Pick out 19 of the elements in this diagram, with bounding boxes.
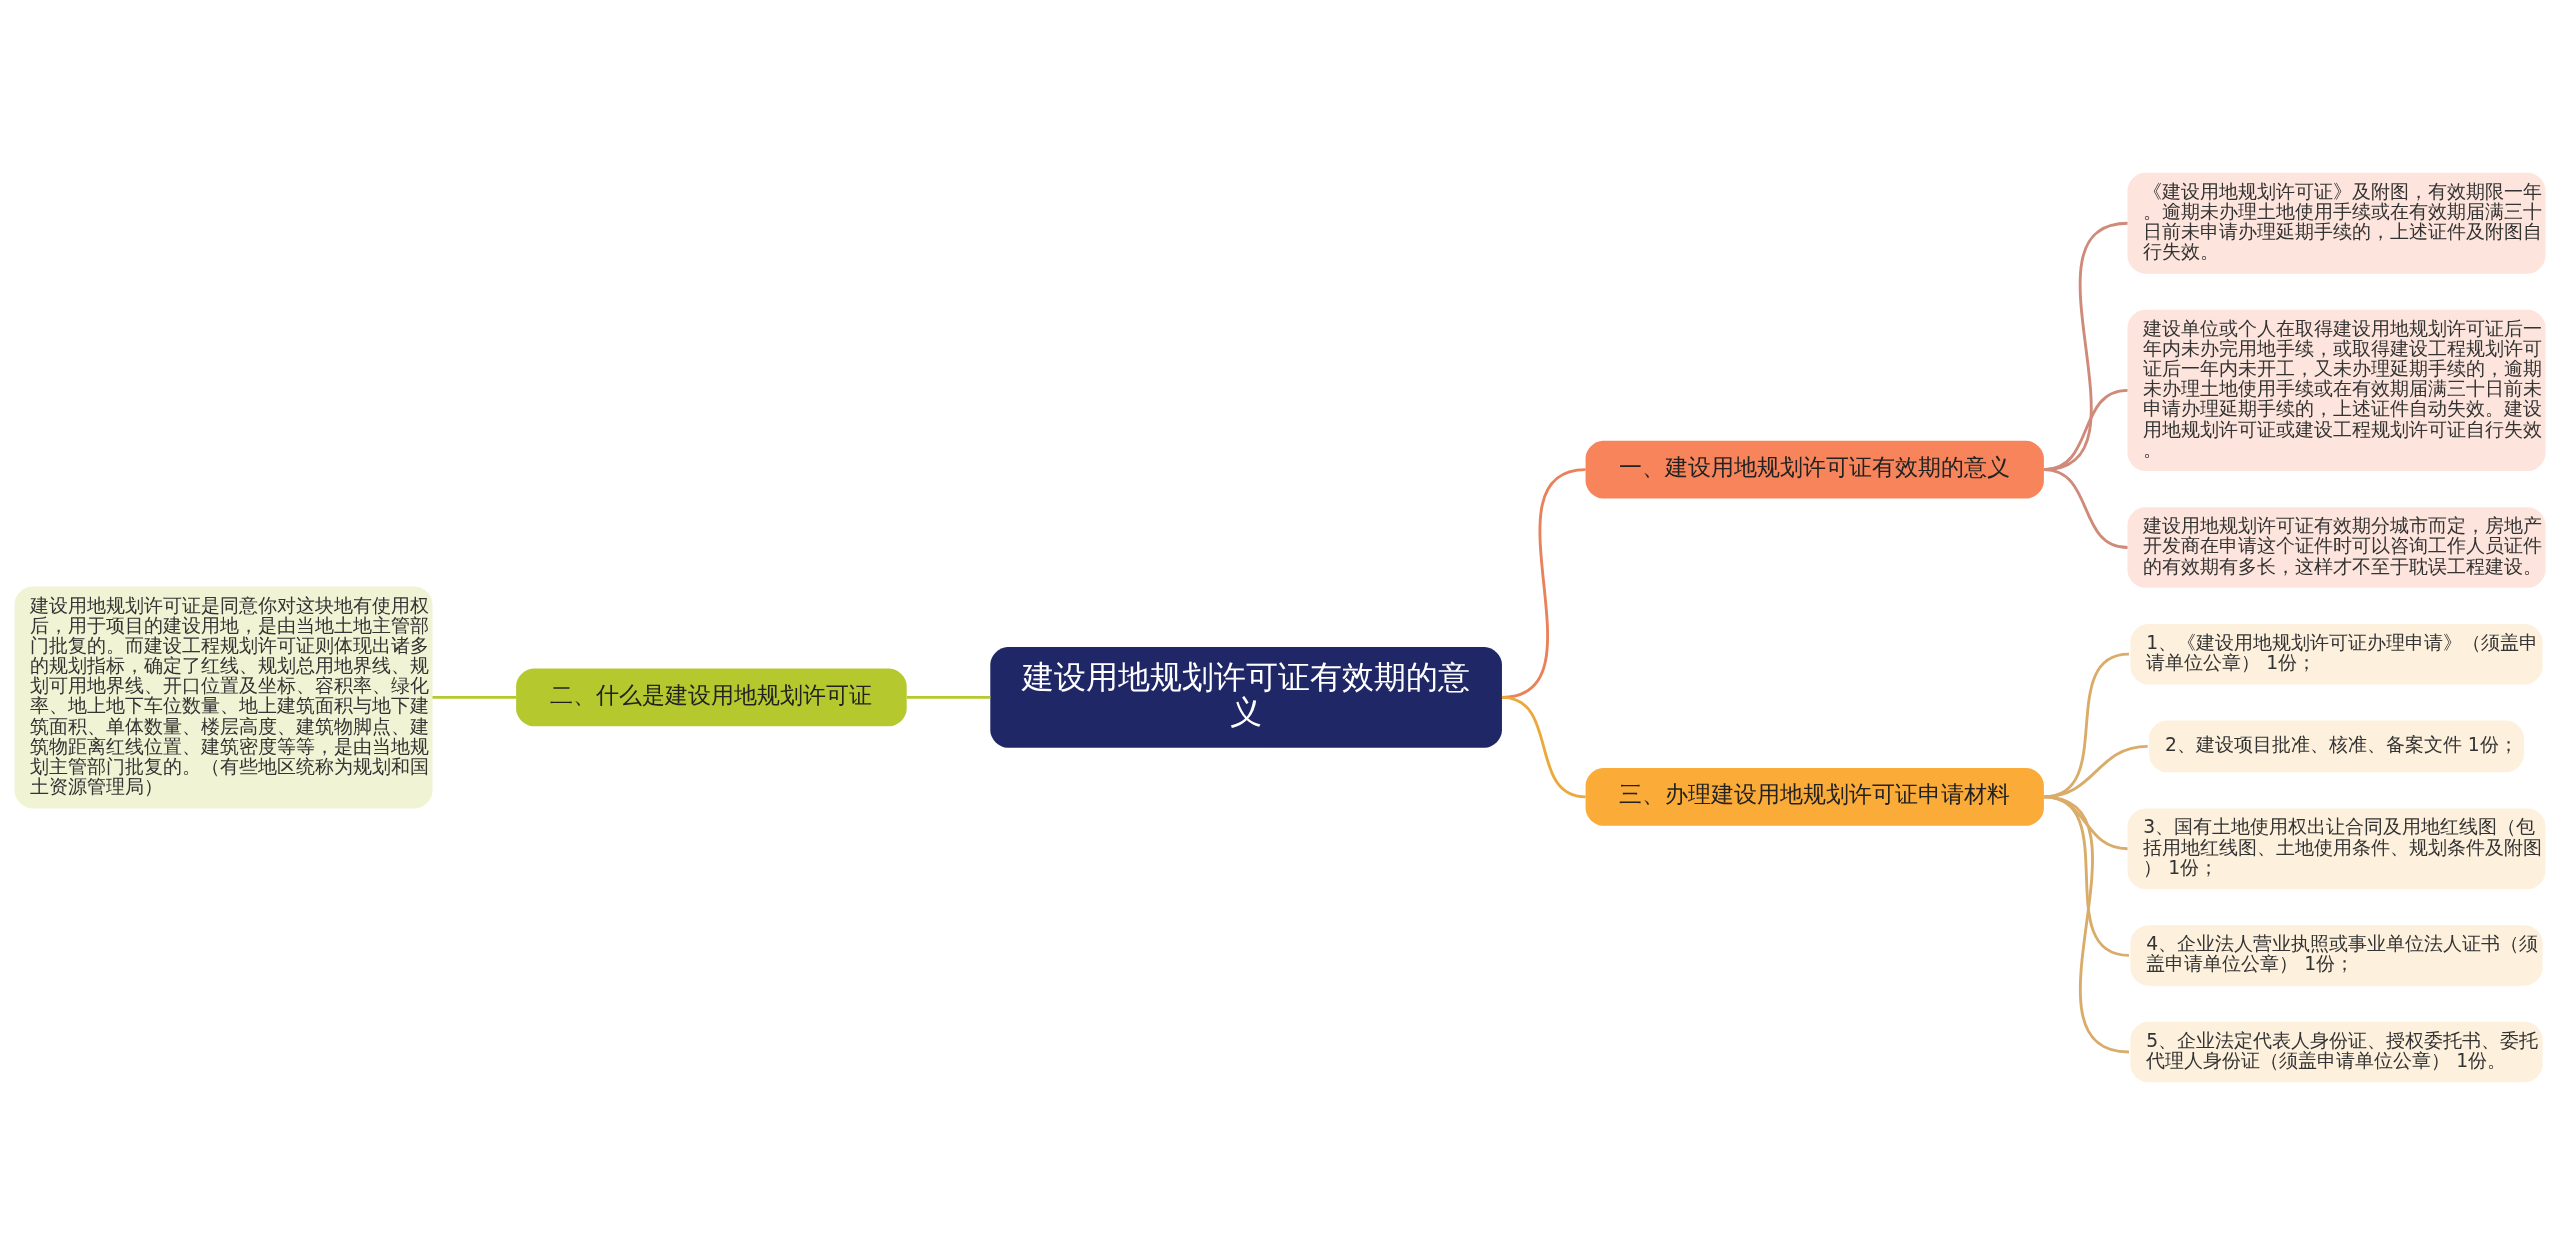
connector <box>2043 468 2128 549</box>
node-box: 《建设用地规划许可证》及附图，有效期限一年。逾期未办理土地使用手续或在有效期届满三十日前未申请办理延期手续的，上述证件及附图自行失效。 <box>2127 172 2546 274</box>
connector <box>432 695 517 699</box>
node-box: 三、办理建设用地规划许可证申请材料 <box>1585 768 2044 826</box>
node-box: 1、《建设用地规划许可证办理申请》（须盖申请单位公章） 1份； <box>2130 623 2543 685</box>
node-box: 二、什么是建设用地规划许可证 <box>516 668 907 727</box>
node-box: 建设用地规划许可证有效期分城市而定，房地产开发商在申请这个证件时可以咨询工作人员证件的有效期有多长，这样才不至于耽误工程建设。 <box>2127 507 2546 588</box>
node-box: 建设单位或个人在取得建设用地规划许可证后一年内未办完用地手续，或取得建设工程规划许可证后一年内未开工，又未办理延期手续的，逾期未办理土地使用手续或在有效期届满三十日前未申请办理延期手续的，上述证件自动失效。建设用地规划许可证或建设工程规划许可证自行失效。 <box>2127 309 2546 472</box>
connector <box>906 695 991 699</box>
connector <box>2043 744 2148 799</box>
node-box: 4、企业法人营业执照或事业单位法人证书（须盖申请单位公章） 1份； <box>2130 925 2543 986</box>
connector <box>1501 695 1586 799</box>
node-box: 一、建设用地规划许可证有效期的意义 <box>1585 440 2044 499</box>
node-box: 建设用地规划许可证有效期的意义 <box>990 646 1502 748</box>
connector <box>2043 795 2130 1054</box>
node-box: 建设用地规划许可证是同意你对这块地有使用权后，用于项目的建设用地，是由当地土地主管部门批复的。而建设工程规划许可证则体现出诸多的规划指标，确定了红线、规划总用地界线、规划可用地界线、开口位置及坐标、容积率、绿化率、地上地下车位数量、地上建筑面积与地下建筑面积、单体数量、楼层高度、建筑物脚点、建筑物距离红线位置、建筑密度等等，是由当地规划主管部门批复的。（有些地区统称为规划和国土资源管理局） <box>14 586 433 809</box>
node-box: 3、国有土地使用权出让合同及用地红线图（包括用地红线图、土地使用条件、规划条件及附图） 1份； <box>2127 808 2546 890</box>
node-box: 2、建设项目批准、核准、备案文件 1份； <box>2149 720 2524 773</box>
node-box: 5、企业法定代表人身份证、授权委托书、委托代理人身份证（须盖申请单位公章） 1份。 <box>2130 1021 2543 1083</box>
